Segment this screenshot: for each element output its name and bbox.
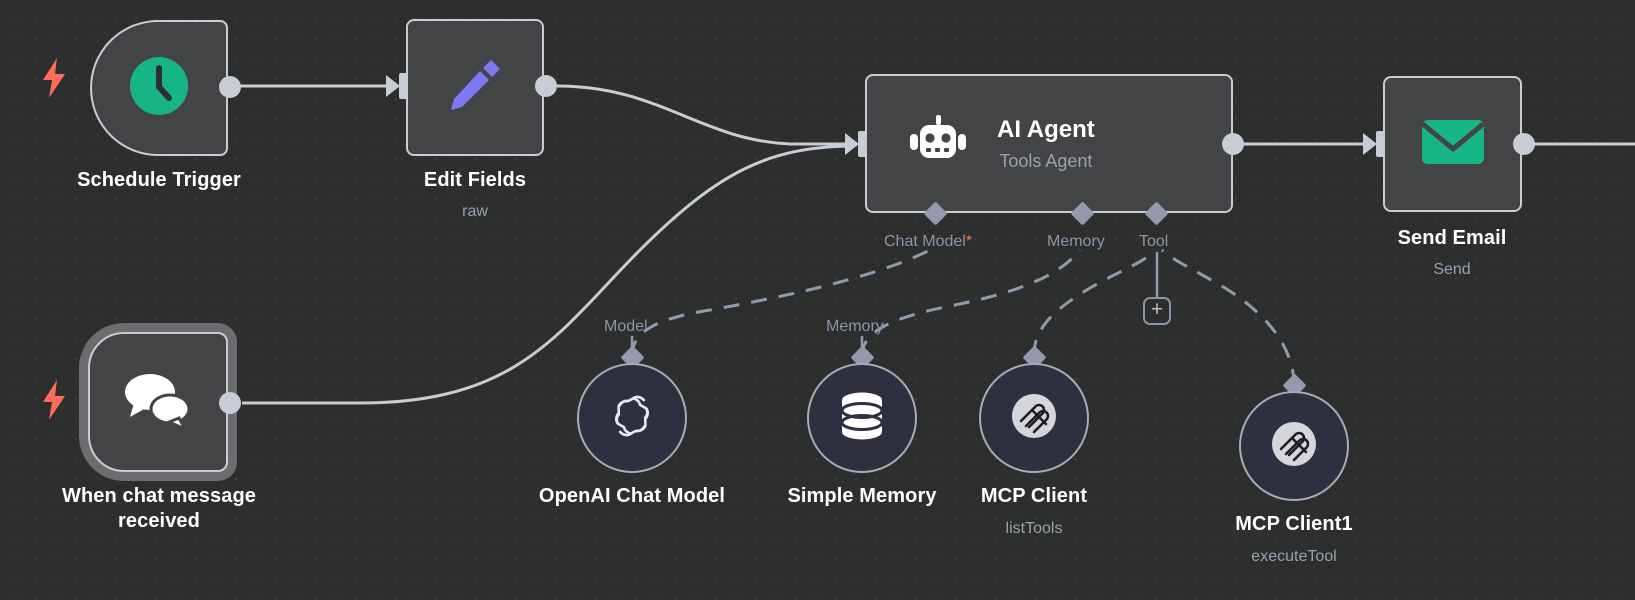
node-title-ai-agent: AI Agent — [997, 115, 1095, 143]
output-port-when-chat-message-received[interactable] — [219, 392, 241, 414]
node-label-mcp-client: MCP Client — [980, 485, 1088, 507]
input-port-send-email[interactable] — [1376, 131, 1385, 157]
node-send-email[interactable] — [1383, 76, 1522, 212]
node-label-when-chat-message-received: When chat message received — [62, 485, 256, 532]
input-arrow-send-email — [1363, 133, 1377, 155]
node-sublabel-mcp-client: listTools — [1005, 520, 1063, 537]
node-label-simple-memory: Simple Memory — [787, 485, 937, 507]
subport-label-simple-memory: Memory — [826, 318, 884, 335]
node-mcp-client1[interactable] — [1239, 391, 1349, 501]
subport-label-openai-chat-model: Model — [604, 318, 648, 335]
pencil-icon — [443, 53, 507, 122]
input-arrow-edit-fields — [386, 75, 400, 97]
node-sublabel-mcp-client1: executeTool — [1251, 548, 1337, 565]
node-ai-agent[interactable]: AI Agent Tools Agent — [865, 74, 1233, 213]
envelope-icon — [1420, 116, 1486, 173]
edge-model-to-chatmodel-port — [630, 248, 931, 357]
lightning-bolt-icon-schedule — [40, 58, 68, 104]
clock-icon — [127, 54, 191, 123]
port-label-chat-model: Chat Model* — [884, 233, 973, 250]
edge-mcpclient1-to-tool-port — [1160, 248, 1296, 386]
output-port-schedule-trigger[interactable] — [219, 76, 241, 98]
node-openai-chat-model[interactable] — [577, 363, 687, 473]
port-label-tool: Tool — [1139, 233, 1169, 250]
node-sublabel-edit-fields: raw — [462, 203, 488, 220]
node-schedule-trigger[interactable] — [90, 20, 228, 156]
node-label-schedule-trigger: Schedule Trigger — [77, 169, 241, 191]
add-tool-button[interactable]: + — [1143, 297, 1171, 325]
edge-mcpclient-to-tool-port — [1032, 248, 1157, 357]
lightning-bolt-icon-chat — [40, 380, 68, 426]
output-port-ai-agent[interactable] — [1222, 133, 1244, 155]
robot-icon — [909, 112, 967, 175]
node-mcp-client[interactable] — [979, 363, 1089, 473]
input-port-edit-fields[interactable] — [399, 73, 408, 99]
node-edit-fields[interactable] — [406, 19, 544, 156]
input-arrow-ai-agent — [845, 133, 859, 155]
bolt-glyph — [43, 58, 65, 98]
output-port-edit-fields[interactable] — [535, 75, 557, 97]
node-label-openai-chat-model: OpenAI Chat Model — [538, 485, 726, 507]
node-label-send-email: Send Email — [1397, 227, 1507, 249]
node-label-edit-fields: Edit Fields — [423, 169, 527, 191]
edge-edit-to-agent — [556, 84, 848, 146]
mcp-icon — [1008, 390, 1060, 447]
node-when-chat-message-received[interactable] — [88, 332, 228, 472]
node-label-mcp-client1: MCP Client1 — [1235, 513, 1353, 535]
node-simple-memory[interactable] — [807, 363, 917, 473]
edge-memory-to-memory-port — [860, 249, 1082, 357]
mcp-icon — [1268, 418, 1320, 475]
bolt-glyph — [43, 380, 65, 420]
input-port-ai-agent[interactable] — [858, 131, 867, 157]
port-label-memory: Memory — [1047, 233, 1105, 250]
node-subtitle-ai-agent: Tools Agent — [999, 150, 1093, 171]
chat-bubbles-icon — [121, 369, 195, 436]
node-sublabel-send-email: Send — [1433, 261, 1471, 278]
database-icon — [838, 391, 886, 446]
output-port-send-email[interactable] — [1513, 133, 1535, 155]
openai-icon — [606, 390, 658, 447]
